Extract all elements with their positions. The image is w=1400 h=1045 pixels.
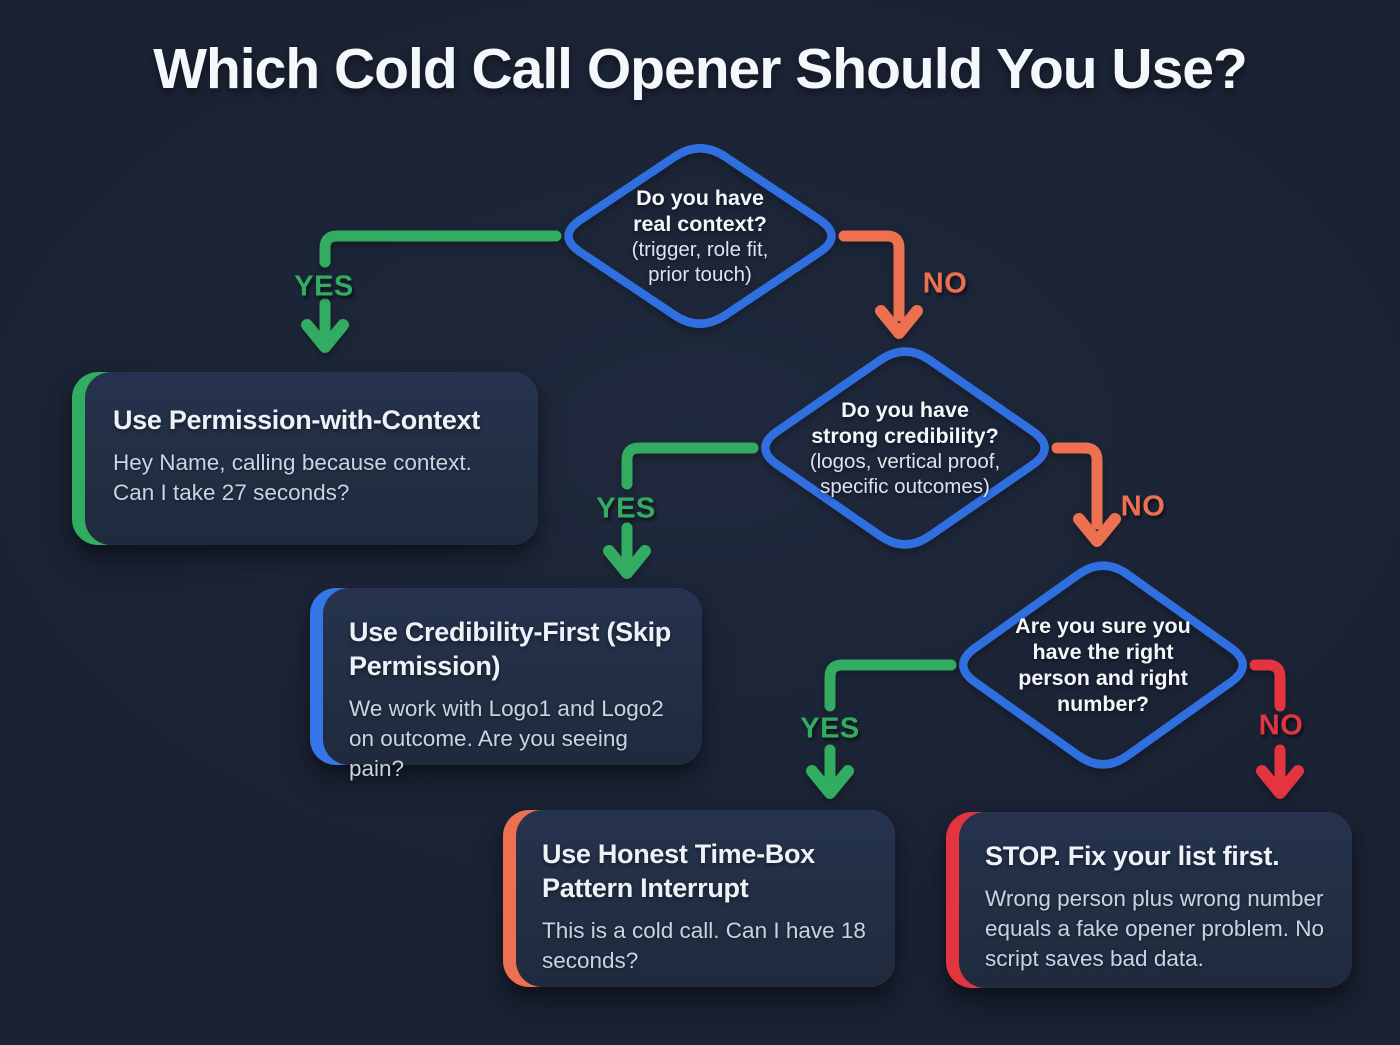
card-body: Wrong person plus wrong number equals a …: [985, 886, 1324, 971]
no-arrowhead-icon-1: [875, 305, 923, 339]
card-body: We work with Logo1 and Logo2 on outcome.…: [349, 696, 664, 781]
question-line: strong credibility?: [811, 424, 999, 448]
no-branch-line-2: [1051, 442, 1103, 530]
question-detail-line: (logos, vertical proof,: [809, 450, 1001, 473]
outcome-card-stop-fix-list: STOP. Fix your list first. Wrong person …: [946, 812, 1352, 988]
question-line: have the right: [1032, 640, 1174, 664]
yes-label-1: YES: [294, 270, 354, 303]
card-title: Use Honest Time-Box Pattern Interrupt: [542, 839, 815, 903]
decision-diamond-1-shape: [564, 144, 836, 328]
question-detail-line: prior touch): [648, 263, 752, 286]
card-content: STOP. Fix your list first. Wrong person …: [959, 812, 1352, 988]
outcome-card-honest-time-box: Use Honest Time-Box Pattern Interrupt Th…: [503, 810, 895, 987]
question-line: Are you sure you: [1015, 614, 1191, 638]
decision-node-real-context: Do you have real context? (trigger, role…: [556, 140, 844, 332]
question-line: Do you have: [841, 398, 969, 422]
card-title: Use Credibility-First (Skip Permission): [349, 617, 671, 681]
card-body: Hey Name, calling because context. Can I…: [113, 450, 472, 505]
no-arrowhead-icon-3: [1256, 765, 1304, 799]
card-content: Use Honest Time-Box Pattern Interrupt Th…: [516, 810, 895, 987]
yes-label-3: YES: [800, 712, 860, 745]
outcome-card-credibility-first: Use Credibility-First (Skip Permission) …: [310, 588, 702, 781]
yes-branch-line-1: [319, 230, 562, 268]
no-label-3: NO: [1258, 709, 1304, 742]
no-label-2: NO: [1120, 490, 1166, 523]
no-branch-line-3: [1249, 659, 1286, 712]
question-line: person and right: [1018, 666, 1188, 690]
question-detail-line: (trigger, role fit,: [631, 238, 769, 261]
decision-node-right-person: Are you sure you have the right person a…: [951, 557, 1255, 773]
question-line: number?: [1057, 692, 1149, 716]
question-line: Do you have: [636, 186, 764, 210]
no-arrowhead-icon-2: [1073, 513, 1121, 547]
question-line: real context?: [633, 212, 767, 236]
yes-arrowhead-icon-2: [603, 545, 651, 579]
card-body: This is a cold call. Can I have 18 secon…: [542, 918, 866, 973]
yes-arrowhead-icon-1: [301, 319, 349, 353]
yes-branch-line-3: [824, 659, 957, 712]
card-content: Use Credibility-First (Skip Permission) …: [323, 588, 702, 781]
page-title: Which Cold Call Opener Should You Use?: [153, 37, 1248, 101]
decision-node-strong-credibility: Do you have strong credibility? (logos, …: [753, 343, 1057, 553]
card-title: STOP. Fix your list first.: [985, 841, 1280, 871]
yes-arrowhead-icon-3: [806, 765, 854, 799]
no-label-1: NO: [922, 267, 968, 300]
decision-diamond-2-shape: [761, 347, 1049, 549]
card-title: Use Permission-with-Context: [113, 405, 480, 435]
card-content: Use Permission-with-Context Hey Name, ca…: [85, 372, 538, 545]
outcome-card-permission-with-context: Use Permission-with-Context Hey Name, ca…: [72, 372, 538, 545]
decision-diamond-3-shape: [959, 561, 1247, 769]
yes-branch-line-2: [621, 442, 759, 490]
no-branch-line-1: [838, 230, 905, 322]
yes-label-2: YES: [596, 492, 656, 525]
question-detail-line: specific outcomes): [820, 475, 990, 498]
